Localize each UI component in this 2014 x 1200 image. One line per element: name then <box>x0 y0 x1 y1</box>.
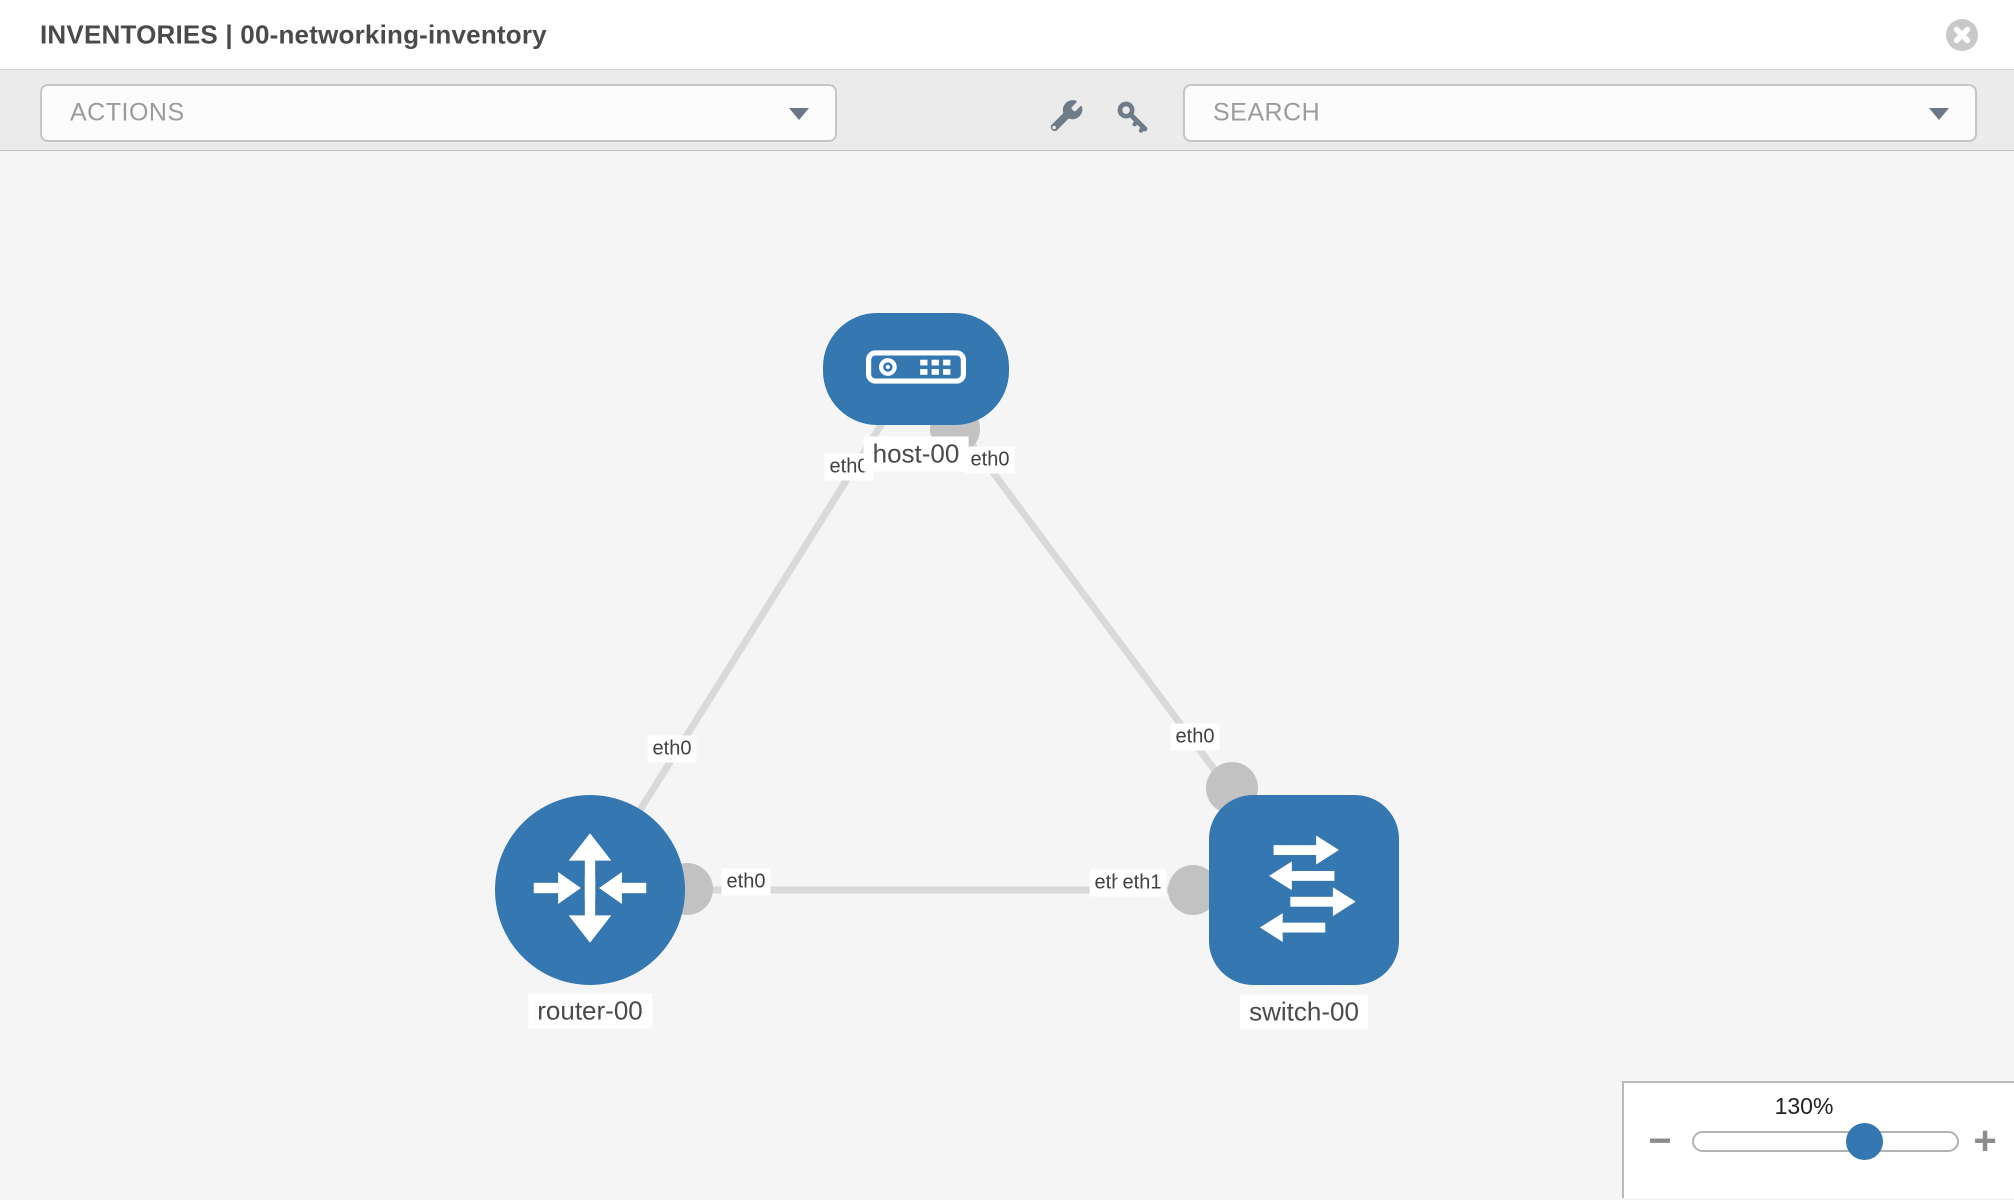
zoom-panel: 130% − + <box>1622 1081 2014 1198</box>
wrench-icon <box>1048 100 1084 138</box>
actions-dropdown-label: ACTIONS <box>70 98 185 127</box>
actions-dropdown[interactable]: ACTIONS <box>40 84 837 142</box>
close-button[interactable] <box>1945 18 1979 52</box>
zoom-in-button[interactable]: + <box>1963 1121 2007 1161</box>
switch-arrows-icon <box>1228 812 1380 969</box>
zoom-slider-knob[interactable] <box>1846 1123 1883 1160</box>
zoom-slider-track[interactable] <box>1692 1131 1959 1152</box>
node-host-00[interactable] <box>823 313 1009 425</box>
node-label-switch: switch-00 <box>1240 994 1368 1030</box>
header: INVENTORIES | 00-networking-inventory <box>0 0 2014 70</box>
key-icon <box>1115 101 1151 138</box>
zoom-level-value: 130% <box>1774 1093 1834 1119</box>
router-arrows-icon <box>514 812 666 969</box>
chevron-down-icon <box>1929 108 1949 120</box>
node-label-host: host-00 <box>863 436 969 472</box>
credentials-button[interactable] <box>1115 99 1151 135</box>
links-layer <box>587 366 1307 915</box>
chevron-down-icon <box>789 108 809 120</box>
search-dropdown-label: SEARCH <box>1213 98 1321 127</box>
node-label-router: router-00 <box>528 993 652 1029</box>
circle-x-icon <box>1945 19 1979 55</box>
interface-label: eth0 <box>721 868 771 896</box>
zoom-out-button[interactable]: − <box>1638 1121 1682 1161</box>
page-title: INVENTORIES | 00-networking-inventory <box>40 19 547 49</box>
search-dropdown[interactable]: SEARCH <box>1183 84 1977 142</box>
node-router-00[interactable] <box>495 795 685 985</box>
plus-icon: + <box>1973 1119 1997 1163</box>
interface-label: eth0 <box>965 446 1015 474</box>
toolbar: ACTIONS SEARCH <box>0 70 2014 151</box>
host-device-icon <box>866 349 966 390</box>
port-switch-left[interactable] <box>1168 865 1218 915</box>
interface-label: eth0 <box>1170 723 1220 751</box>
interface-label: eth0 <box>647 735 697 763</box>
topology-canvas[interactable]: eth0 eth0 eth0 eth0 eth0 eth0 eth1 host-… <box>0 151 2014 1198</box>
node-switch-00[interactable] <box>1209 795 1399 985</box>
configure-button[interactable] <box>1048 99 1084 135</box>
interface-label: eth1 <box>1117 869 1167 897</box>
minus-icon: − <box>1648 1119 1672 1163</box>
